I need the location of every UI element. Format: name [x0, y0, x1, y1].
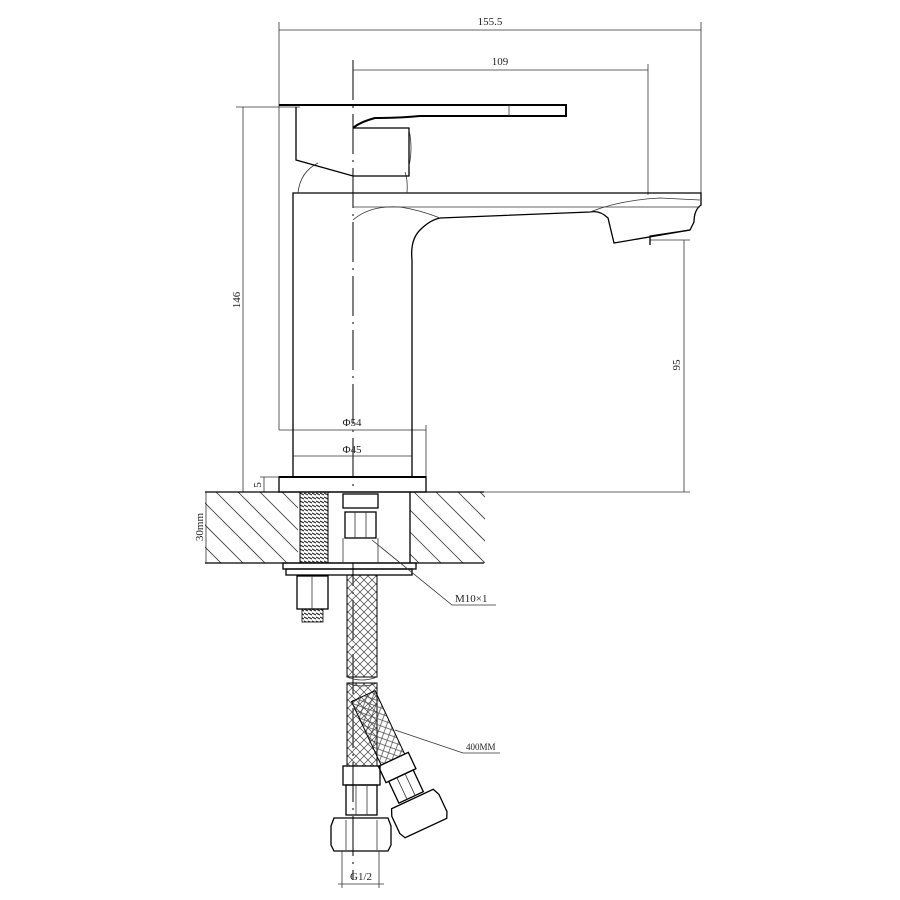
lever-handle[interactable]: [279, 104, 567, 177]
dimension-label: Φ54: [342, 417, 362, 429]
hatch-line: [205, 524, 244, 563]
callout-hose-length: 400MM: [394, 729, 500, 754]
dimension-label: Φ45: [342, 444, 362, 456]
callout-thread-size: M10×1: [371, 539, 496, 606]
hatch-line: [479, 492, 485, 498]
dimension-connector-size: G1/2: [338, 851, 384, 888]
callout-label: M10×1: [455, 593, 487, 605]
dimension-label: 95: [671, 359, 683, 371]
dimension-label: 5: [252, 482, 264, 488]
hatch-line: [435, 492, 485, 542]
hatch-line: [215, 492, 288, 563]
faucet-body: [278, 162, 702, 493]
dimension-base-diameter: Φ54: [279, 417, 427, 477]
hatch-line: [205, 546, 222, 563]
dimension-spout-height: 95: [426, 239, 690, 493]
inlet-fitting: [342, 493, 379, 563]
hatch-line: [413, 492, 485, 563]
dimension-base-thickness: 5: [252, 476, 293, 492]
dimension-overall-height: 146: [231, 106, 300, 492]
flexible-hose-straight: [330, 574, 392, 852]
flexible-hose-angled: [350, 689, 448, 839]
callout-label: 400MM: [466, 742, 496, 752]
dimension-label: 146: [231, 291, 243, 308]
dimension-label: G1/2: [350, 871, 372, 883]
hatch-line: [237, 492, 310, 563]
dimension-label: 155.5: [478, 16, 503, 28]
dimension-label: 30mm: [194, 513, 206, 542]
hatch-line: [205, 502, 266, 563]
mounting-rod: [282, 491, 417, 623]
dimension-counter-thickness: 30mm: [194, 492, 207, 563]
dimension-overall-length: 155.5: [278, 16, 702, 430]
dimension-body-diameter: Φ45: [293, 444, 412, 457]
hatch-line: [502, 492, 573, 563]
dimension-spout-reach: 109: [353, 56, 649, 195]
countertop-section: [205, 491, 573, 564]
hatch-line: [457, 492, 485, 520]
dimension-label: 109: [492, 56, 509, 68]
